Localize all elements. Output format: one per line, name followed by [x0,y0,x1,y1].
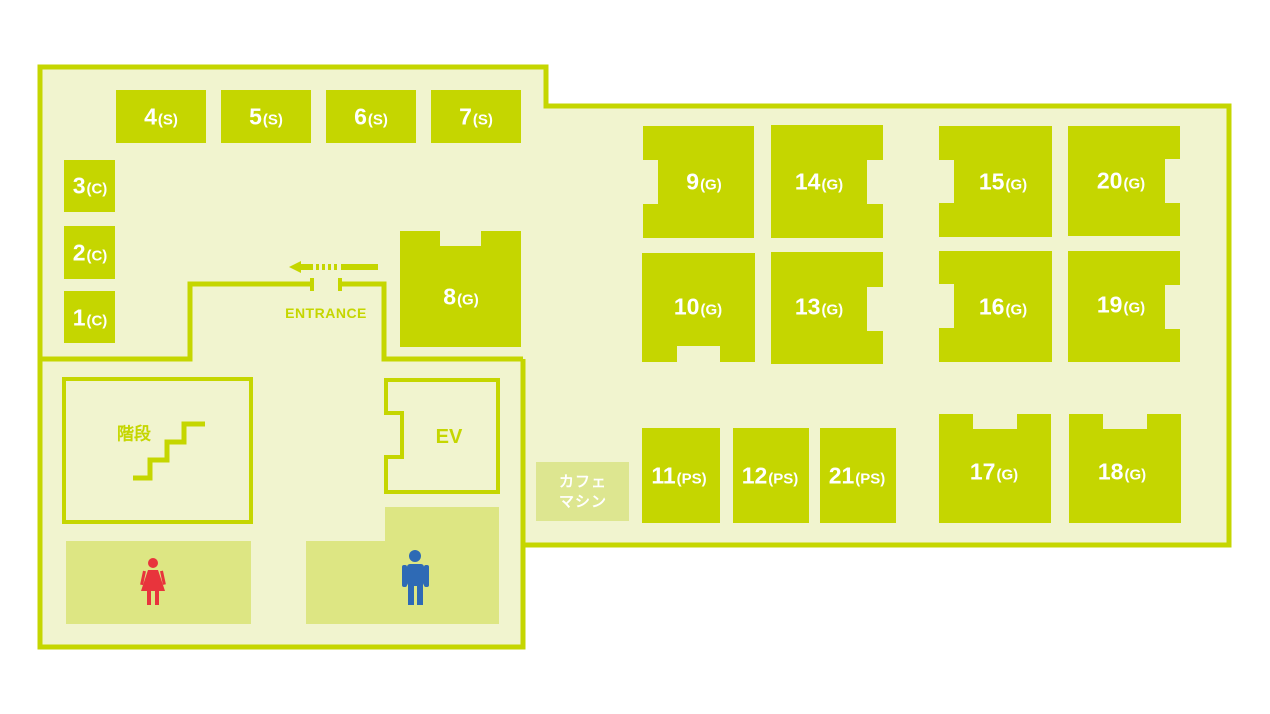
booth-20-shape[interactable] [1068,126,1180,236]
stairs-room [62,377,253,524]
booth-18-shape[interactable] [1069,414,1181,523]
woman-restroom-icon [140,558,166,605]
booth-17-shape[interactable] [939,414,1051,523]
cafe-label-line1: カフェ [558,473,608,491]
booth-14-shape[interactable] [771,125,883,238]
elevator-label: EV [435,426,463,448]
entrance-corridor-wall [40,281,523,362]
booth-4-shape[interactable] [116,90,206,143]
booth-19-shape[interactable] [1068,251,1180,362]
man-restroom-icon [402,550,429,605]
booth-5-shape[interactable] [221,90,311,143]
booth-13-shape[interactable] [771,252,883,364]
booth-11-shape[interactable] [642,428,720,523]
booth-1-shape[interactable] [64,291,115,343]
booth-3-shape[interactable] [64,160,115,212]
cafe-label-line2: マシン [558,493,608,510]
booth-8-shape[interactable] [400,231,521,347]
booth-7-shape[interactable] [431,90,521,143]
booth-6-shape[interactable] [326,90,416,143]
booth-12-shape[interactable] [733,428,809,523]
booth-9-shape[interactable] [643,126,754,238]
booth-16-shape[interactable] [939,251,1052,362]
booth-10-shape[interactable] [642,253,755,362]
floor-outline [37,64,1232,650]
booth-21-shape[interactable] [820,428,896,523]
stairs-icon [133,421,205,481]
entrance-label: ENTRANCE [285,305,367,321]
booth-2-shape[interactable] [64,226,115,279]
cafe-machine-label: カフェ マシン [559,473,607,512]
arrow-left-icon [289,261,378,273]
elevator-room [384,378,500,494]
cafe-machine [536,462,629,521]
men-restroom [306,507,499,624]
booth-15-shape[interactable] [939,126,1052,237]
stairs-label: 階段 [117,424,151,444]
